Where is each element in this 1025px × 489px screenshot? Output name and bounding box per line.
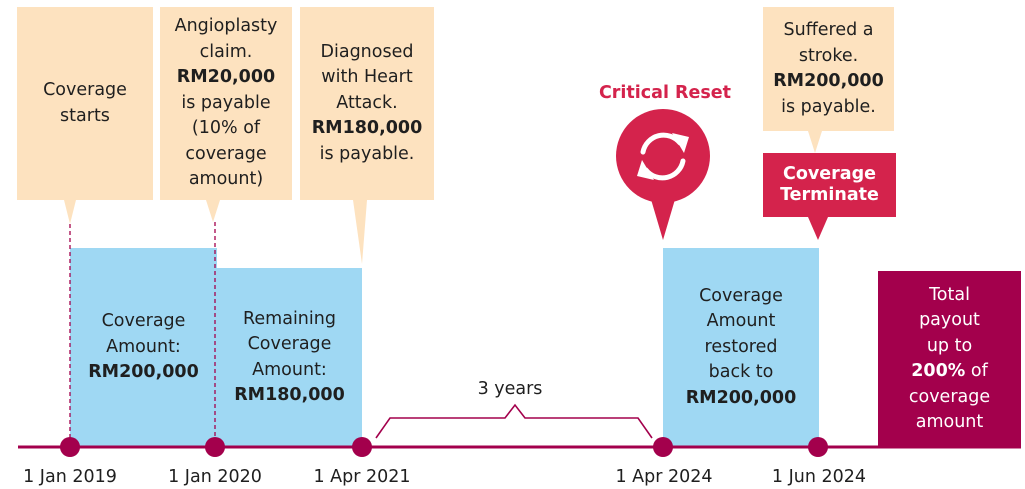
callout-pointer-angioplasty	[206, 200, 220, 222]
gap-bracket	[375, 403, 653, 439]
text-line: is payable	[181, 92, 271, 113]
text-line: Diagnosed	[320, 41, 414, 62]
text-line: Amount:	[106, 336, 181, 357]
text-line: RM200,000	[773, 71, 884, 91]
text-line: Coverage	[101, 311, 186, 332]
text-line: Remaining	[243, 308, 336, 329]
text-line: Total	[929, 284, 970, 305]
text-line: Amount	[706, 311, 776, 332]
text-line: payout	[919, 310, 980, 330]
callout-stroke: Suffered a stroke. RM200,000 is payable.	[763, 7, 894, 131]
text-line: RM200,000	[685, 387, 797, 408]
text-line: back to	[708, 362, 774, 383]
text-line: RM200,000	[88, 362, 199, 383]
text-line: 200% of	[911, 361, 988, 381]
total-payout-box: Total payout up to 200% of coverage amount	[878, 271, 1021, 447]
text-line: Attack.	[336, 92, 398, 113]
text-line: stroke.	[798, 45, 859, 66]
text-line: Angioplasty	[174, 16, 278, 37]
text-line: up to	[926, 335, 973, 356]
text-line: claim.	[199, 41, 253, 62]
date-label-1-jan-2020: 1 Jan 2020	[168, 467, 262, 487]
text-line: Amount:	[252, 359, 327, 380]
text-line: starts	[60, 105, 110, 126]
text-line: RM20,000	[176, 67, 276, 88]
terminate-pointer	[808, 217, 828, 240]
text-line: Coverage	[699, 285, 783, 306]
date-label-1-apr-2024: 1 Apr 2024	[615, 467, 713, 487]
critical-reset-title: Critical Reset	[598, 83, 732, 103]
text-line: is payable.	[319, 143, 415, 164]
callout-pointer-stroke	[808, 131, 822, 153]
text-line: amount	[915, 412, 984, 432]
gap-duration-label: 3 years	[477, 379, 543, 399]
text-line: Coverage	[43, 80, 127, 100]
text-line: coverage	[908, 386, 991, 407]
timeline-dot-2021	[352, 437, 372, 457]
date-label-1-apr-2021: 1 Apr 2021	[313, 467, 411, 487]
text-line: (10% of	[191, 118, 261, 139]
critical-reset-marker	[616, 109, 710, 240]
text-line: is payable.	[781, 96, 876, 117]
callout-pointer-coverage-starts	[64, 200, 76, 224]
callout-pointer-heart-attack	[353, 200, 367, 264]
text-line: RM180,000	[311, 118, 423, 139]
date-label-1-jun-2024: 1 Jun 2024	[771, 467, 867, 487]
text-line: Coverage	[247, 334, 332, 354]
callout-coverage-starts: Coverage starts	[17, 7, 153, 200]
timeline-dot-2019	[60, 437, 80, 457]
date-label-1-jan-2019: 1 Jan 2019	[23, 467, 117, 487]
timeline-dot-2024-jun	[808, 437, 828, 457]
text-line: Terminate	[780, 185, 879, 205]
callout-angioplasty-claim: Angioplasty claim. RM20,000 is payable (10% …	[160, 7, 292, 200]
text-line: coverage	[185, 143, 267, 164]
text-line: RM180,000	[234, 385, 345, 405]
timeline-dot-2024-apr	[653, 437, 673, 457]
text-line: Suffered a	[783, 20, 874, 40]
text-line: restored	[704, 336, 778, 357]
timeline-dot-2020	[205, 437, 225, 457]
text-line: with Heart	[321, 67, 413, 88]
text-line: amount)	[188, 169, 264, 190]
text-line: Coverage	[783, 164, 876, 184]
